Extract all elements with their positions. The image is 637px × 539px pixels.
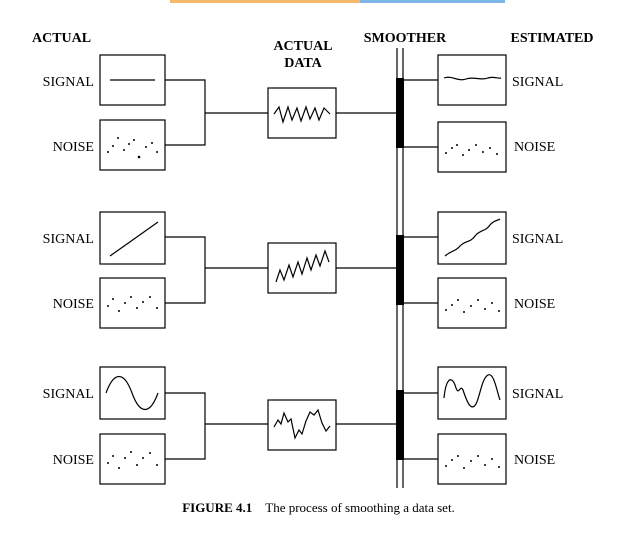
- noise-dots-icon: [107, 451, 158, 469]
- actual-signal-box-2: [99, 211, 166, 265]
- header-actual: ACTUAL: [32, 31, 91, 46]
- actual-signal-label-2: SIGNAL: [43, 232, 94, 247]
- estimated-noise-label-1: NOISE: [514, 140, 555, 155]
- actual-signal-label-3: SIGNAL: [43, 387, 94, 402]
- header-actual-data-line1: ACTUAL: [273, 39, 332, 54]
- row-3: SIGNAL NOISE SIGNAL NOISE: [43, 366, 563, 485]
- estimated-signal-label-2: SIGNAL: [512, 232, 563, 247]
- estimated-noise-box-3: [437, 433, 507, 485]
- noisy-sine-data-icon: [273, 408, 331, 440]
- estimated-signal-box-1: [437, 54, 507, 106]
- estimated-signal-box-2: [437, 211, 507, 265]
- connector-merge-2: [165, 236, 206, 304]
- smoother-segment-2: [396, 235, 404, 305]
- actual-noise-label-1: NOISE: [53, 140, 94, 155]
- zigzag-data-icon: [273, 105, 331, 125]
- connector-merge-1: [165, 79, 206, 146]
- noise-dots-icon: [445, 144, 498, 156]
- estimated-noise-box-1: [437, 121, 507, 173]
- actual-data-box-1: [267, 87, 337, 139]
- sine-signal-icon: [105, 375, 159, 411]
- wavy-linear-signal-icon: [444, 218, 501, 257]
- figure-number: FIGURE 4.1: [182, 500, 253, 515]
- smoother-segment-1: [396, 78, 404, 148]
- noise-dots-icon: [445, 299, 500, 313]
- estimated-signal-label-1: SIGNAL: [512, 75, 563, 90]
- actual-noise-box-3: [99, 433, 166, 485]
- row-1: SIGNAL NOISE SIGNAL NOIS: [43, 54, 563, 173]
- top-color-bar-orange: [170, 0, 360, 3]
- actual-noise-label-3: NOISE: [53, 453, 94, 468]
- row-2: SIGNAL NOISE SIGNAL NOISE: [43, 211, 563, 329]
- header-smoother: SMOOTHER: [364, 31, 447, 46]
- actual-signal-label-1: SIGNAL: [43, 75, 94, 90]
- actual-noise-label-2: NOISE: [53, 297, 94, 312]
- header-estimated: ESTIMATED: [511, 31, 594, 46]
- wavy-sine-signal-icon: [443, 374, 501, 408]
- estimated-noise-label-2: NOISE: [514, 297, 555, 312]
- connector-merge-3: [165, 392, 206, 460]
- linear-signal-icon: [109, 221, 159, 257]
- actual-data-box-3: [267, 399, 337, 451]
- actual-data-box-2: [267, 242, 337, 294]
- wavy-flat-signal-icon: [443, 76, 502, 81]
- noise-dots-icon: [107, 296, 158, 312]
- figure-caption-text: The process of smoothing a data set.: [265, 500, 455, 515]
- estimated-noise-label-3: NOISE: [514, 453, 555, 468]
- top-color-bar: [170, 0, 505, 3]
- figure-caption: FIGURE 4.1 The process of smoothing a da…: [0, 500, 637, 516]
- header-actual-data-line2: DATA: [284, 56, 322, 71]
- top-color-bar-blue: [360, 0, 505, 3]
- noise-dots-icon: [445, 455, 500, 469]
- noise-dots-icon: [107, 137, 158, 159]
- trending-zigzag-data-icon: [275, 249, 330, 283]
- estimated-signal-box-3: [437, 366, 507, 420]
- smoother-segment-3: [396, 390, 404, 460]
- estimated-signal-label-3: SIGNAL: [512, 387, 563, 402]
- actual-noise-box-1: [99, 119, 166, 171]
- actual-noise-box-2: [99, 277, 166, 329]
- estimated-noise-box-2: [437, 277, 507, 329]
